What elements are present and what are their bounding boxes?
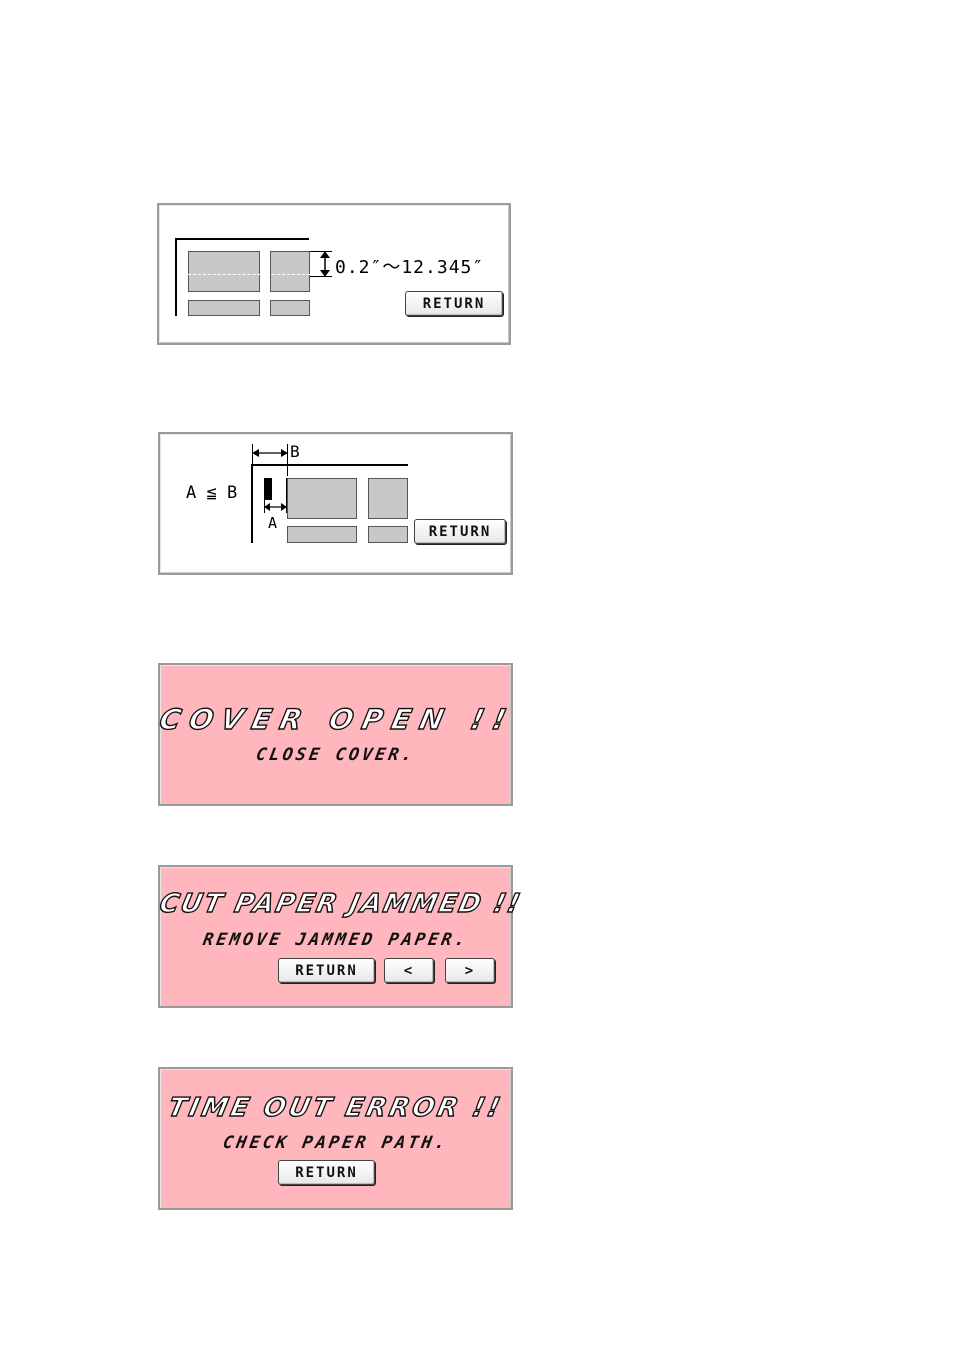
dimension-line-top (310, 251, 332, 252)
label-sample (368, 526, 408, 543)
center-dash-line (188, 274, 310, 275)
error-title: CUT PAPER JAMMED !! (156, 888, 525, 919)
error-message: CLOSE COVER. (254, 745, 417, 765)
b-dimension-arrow-icon (252, 449, 288, 457)
label-sample (287, 526, 357, 543)
next-button[interactable]: > (445, 958, 495, 983)
label-b-text: B (290, 442, 300, 461)
sensor-mark (264, 478, 272, 500)
a-dimension-arrow-icon (264, 503, 287, 511)
label-sample (368, 478, 408, 519)
sheet-edge-top (251, 464, 408, 466)
dimension-line-bottom (310, 276, 332, 277)
dimension-arrow-icon (320, 251, 330, 277)
length-range-text: 0.2″～12.345″ (335, 257, 485, 278)
b-tick-left (252, 444, 253, 464)
label-sample (270, 300, 310, 316)
margin-formula-text: A ≦ B (186, 483, 238, 503)
error-title: COVER OPEN !! (156, 702, 519, 736)
label-length-panel: 0.2″～12.345″ RETURN (157, 203, 511, 345)
timeout-error-panel: TIME OUT ERROR !! CHECK PAPER PATH. RETU… (158, 1067, 513, 1210)
return-button[interactable]: RETURN (278, 958, 375, 983)
error-message: CHECK PAPER PATH. (221, 1133, 450, 1153)
cover-open-error-panel: COVER OPEN !! CLOSE COVER. (156, 663, 519, 806)
return-button[interactable]: RETURN (405, 291, 503, 316)
sheet-edge-left (251, 464, 253, 543)
label-a-text: A (268, 514, 278, 532)
label-sample (287, 478, 357, 519)
paper-jam-error-panel: CUT PAPER JAMMED !! REMOVE JAMMED PAPER.… (156, 865, 525, 1008)
error-title: TIME OUT ERROR !! (165, 1092, 507, 1123)
sheet-edge-top (175, 238, 309, 240)
b-tick-right (287, 444, 288, 476)
error-message: REMOVE JAMMED PAPER. (201, 930, 470, 950)
margin-panel: A ≦ B B A RETURN (158, 432, 513, 575)
return-button[interactable]: RETURN (414, 519, 506, 544)
sheet-edge-left (175, 238, 177, 316)
return-button[interactable]: RETURN (278, 1160, 375, 1185)
label-sample (188, 251, 260, 292)
label-sample (188, 300, 260, 316)
label-sample (270, 251, 310, 292)
a-tick-left (264, 500, 265, 513)
prev-button[interactable]: < (384, 958, 434, 983)
a-tick-right (286, 478, 287, 513)
